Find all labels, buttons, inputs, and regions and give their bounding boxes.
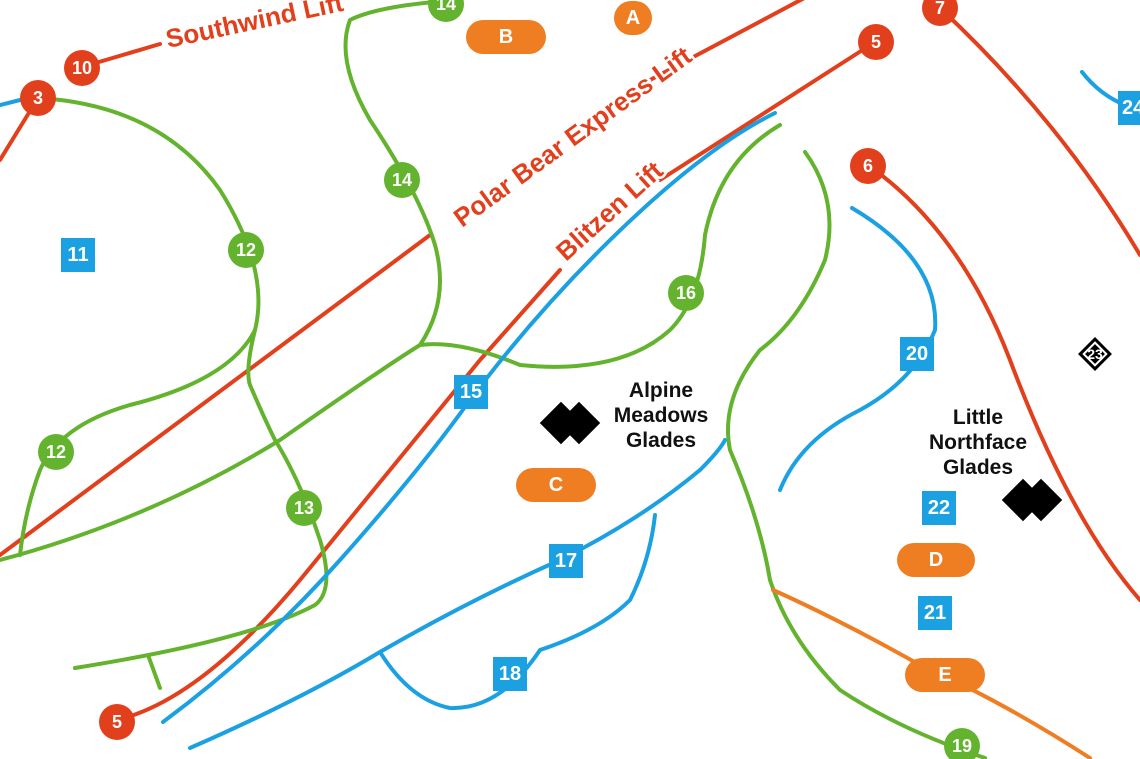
- southwind-lift-label: Southwind Lift: [163, 0, 346, 54]
- trail-marker-19: 19: [944, 728, 980, 759]
- lift-line-6: [866, 163, 1140, 602]
- trail-marker-12-upper: 12: [228, 232, 264, 268]
- trail-marker-23-label: 23: [1087, 346, 1103, 362]
- polar-bear-express-lift-label: Polar Bear Express Lift: [448, 40, 697, 233]
- trail-edge-left: [0, 98, 22, 107]
- trail-13-spur: [146, 653, 162, 690]
- lift-marker-3: 3: [20, 80, 56, 116]
- lift-line-7: [938, 6, 1140, 257]
- trail-marker-a: A: [614, 1, 652, 35]
- double-black-diamond-icon: [539, 401, 601, 448]
- trail-marker-23: 23: [1078, 337, 1112, 371]
- trail-lower-traverse: [0, 123, 782, 562]
- trail-marker-16: 16: [668, 275, 704, 311]
- trail-marker-c: C: [516, 468, 596, 502]
- trail-marker-e: E: [905, 658, 985, 692]
- trail-18: [378, 513, 657, 711]
- trail-12: [18, 96, 261, 557]
- trail-marker-14: 14: [384, 162, 420, 198]
- trail-marker-12-lower: 12: [38, 434, 74, 470]
- double-black-diamond-icon: [1001, 478, 1063, 525]
- lift-marker-5-top: 5: [858, 24, 894, 60]
- blitzen-lift-label: Blitzen Lift: [550, 155, 669, 266]
- trail-marker-d: D: [897, 543, 975, 577]
- polar-bear-express-lift-line: [0, 0, 805, 557]
- trail-marker-24: 24: [1118, 91, 1140, 125]
- lift-marker-5-bottom: 5: [99, 704, 135, 740]
- trail-marker-21: 21: [918, 596, 952, 630]
- trail-marker-22: 22: [922, 491, 956, 525]
- trail-marker-11: 11: [61, 238, 95, 272]
- alpine-meadows-glades-label: Alpine Meadows Glades: [613, 379, 709, 452]
- trail-marker-20: 20: [900, 337, 934, 371]
- trail-marker-17: 17: [549, 544, 583, 578]
- trail-marker-13: 13: [286, 490, 322, 526]
- trail-marker-b: B: [466, 20, 546, 54]
- trail-13: [73, 328, 329, 670]
- trail-marker-15: 15: [454, 375, 488, 409]
- trail-marker-14-top: 14: [428, 0, 464, 22]
- lift-marker-10: 10: [64, 50, 100, 86]
- trail-marker-18: 18: [493, 657, 527, 691]
- trail-19: [726, 150, 987, 759]
- lift-marker-6: 6: [850, 148, 886, 184]
- little-northface-glades-label: Little Northface Glades: [928, 406, 1028, 479]
- trail-17: [188, 438, 727, 750]
- blitzen-lift-line: [115, 40, 877, 722]
- trail-14: [343, 0, 462, 347]
